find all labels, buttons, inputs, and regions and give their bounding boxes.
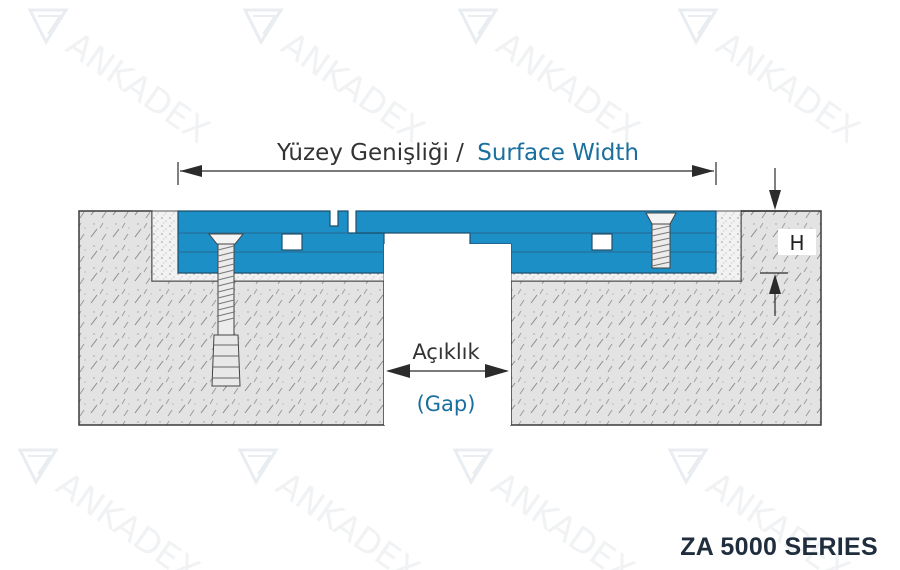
- profile-left-half: [177, 210, 385, 274]
- watermark-logo-icon: [678, 8, 869, 154]
- watermark-logo-icon: [458, 8, 649, 154]
- series-title: ZA 5000 SERIES: [680, 533, 878, 561]
- countersunk-screw-icon: [645, 212, 677, 269]
- gap-label-en: (Gap): [417, 392, 476, 416]
- anchor-bolt-icon: [207, 233, 245, 387]
- joint-profile: [177, 210, 717, 274]
- dimension-arrow-icon: [386, 364, 410, 378]
- profile-cavity: [591, 233, 613, 251]
- dimension-arrow-icon: [692, 165, 714, 177]
- watermark-logo-icon: [18, 448, 209, 570]
- watermark-logo-icon: [238, 448, 429, 570]
- dimension-arrow-icon: [769, 190, 781, 210]
- height-label-box: [778, 229, 816, 255]
- dimension-arrow-icon: [485, 364, 509, 378]
- dimension-arrow-icon: [180, 165, 202, 177]
- dimension-arrow-icon: [769, 274, 781, 294]
- profile-cavity: [281, 233, 303, 251]
- gap-dimension: [386, 364, 509, 378]
- watermark-logo-icon: [453, 448, 644, 570]
- watermark-logo-icon: [28, 8, 219, 154]
- gap-label-tr: Açıklık: [412, 340, 480, 364]
- watermark-logo-icon: [243, 8, 434, 154]
- surface-width-en: Surface Width: [477, 140, 639, 166]
- height-label: H: [789, 231, 804, 255]
- joint-gap: [384, 244, 511, 425]
- surface-width-dimension: [177, 162, 717, 185]
- surface-width-tr: Yüzey Genişliği /: [276, 140, 464, 166]
- height-dimension: [741, 168, 788, 316]
- surface-width-label: Yüzey Genişliği / Surface Width: [276, 140, 639, 166]
